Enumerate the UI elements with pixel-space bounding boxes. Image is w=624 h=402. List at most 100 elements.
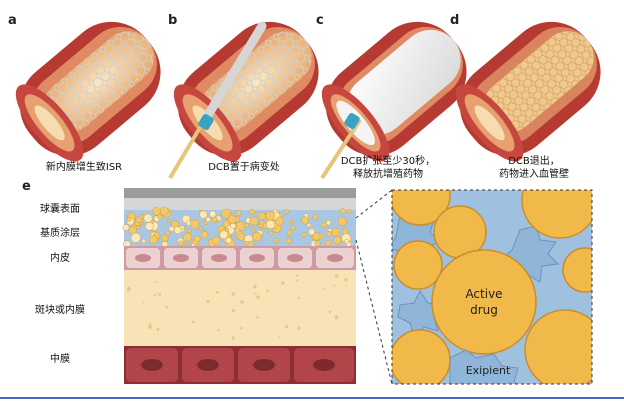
drug-particle — [331, 227, 341, 237]
drug-particle — [148, 235, 158, 245]
drug-particle — [244, 241, 249, 246]
drug-particle — [184, 241, 189, 246]
drug-particle — [347, 209, 352, 214]
panel-c-catheter — [320, 113, 362, 180]
panel-e-letter: e — [22, 179, 31, 194]
drug-particle — [198, 226, 203, 231]
drug-particle — [212, 236, 221, 245]
drug-particle — [306, 222, 312, 228]
drug-particle — [237, 233, 245, 241]
plaque-speck — [285, 324, 289, 329]
drug-particle — [211, 216, 218, 223]
drug-particle — [325, 240, 332, 247]
drug-particle — [333, 236, 342, 245]
drug-particle — [126, 217, 132, 222]
plaque-speck — [192, 320, 195, 324]
plaque-speck — [232, 308, 236, 312]
drug-particle — [308, 228, 316, 236]
drug-particle — [274, 238, 280, 244]
balloon-wall — [124, 188, 356, 198]
panel-c-letter: c — [316, 13, 324, 28]
panel-d-vessel — [455, 21, 601, 162]
balloon-surface-layer — [124, 198, 356, 210]
plaque-speck — [278, 336, 281, 339]
drug-particle — [275, 216, 285, 226]
plaque-speck — [254, 292, 257, 295]
endothelial-cells — [126, 248, 354, 268]
plaque-speck — [297, 326, 301, 330]
plaque-speck — [206, 299, 210, 304]
plaque-speck — [148, 325, 153, 329]
plaque-speck — [157, 292, 161, 296]
panel-b-caption: DCB置于病变处 — [208, 160, 280, 173]
panel-b-catheter — [168, 21, 267, 180]
plaque-speck — [334, 274, 339, 279]
plaque-speck — [130, 327, 133, 329]
drug-particle — [130, 232, 141, 243]
drug-particle — [186, 228, 192, 234]
drug-particle — [135, 216, 143, 224]
inset-border — [391, 189, 593, 385]
panel-a-caption: 新内膜增生致ISR — [46, 160, 122, 173]
layer-label-matrix-coating: 基质涂层 — [40, 226, 80, 239]
drug-particle — [301, 216, 310, 225]
drug-particle — [205, 216, 211, 223]
drug-particle — [225, 237, 232, 244]
plaque-speck — [148, 322, 152, 325]
drug-particle — [284, 209, 289, 214]
drug-particle — [320, 222, 327, 229]
layer-label-media: 中膜 — [50, 352, 70, 365]
drug-particle — [152, 207, 161, 216]
plaque-speck — [266, 290, 269, 293]
drug-particle — [168, 226, 175, 232]
bottom-divider — [0, 397, 624, 399]
panel-b: b DCB置于病变处 — [168, 13, 319, 180]
drug-particle — [141, 238, 146, 244]
drug-particle — [201, 231, 209, 239]
plaque-speck — [344, 277, 348, 282]
drug-particle — [286, 229, 293, 236]
drug-particle — [257, 223, 262, 229]
zoom-line-bottom — [355, 239, 393, 385]
drug-particle — [159, 206, 169, 216]
drug-particle — [209, 210, 217, 218]
drug-particle — [173, 226, 182, 234]
drug-particle — [326, 230, 332, 237]
plaque-speck — [295, 274, 299, 277]
layer-label-plaque-intima: 斑块或内膜 — [35, 303, 85, 316]
plaque-speck — [217, 328, 220, 332]
plaque-speck — [256, 295, 260, 299]
cross-section — [122, 188, 356, 384]
active-drug-label-line1: Active — [465, 287, 502, 301]
panel-d: d DCB退出， 药物进入血管壁 — [450, 13, 601, 180]
plaque-speck — [256, 316, 260, 319]
drug-particle — [189, 219, 200, 229]
plaque-speck — [231, 336, 235, 340]
plaque-speck — [253, 284, 257, 289]
active-drug-sphere — [431, 249, 537, 355]
panel-d-letter: d — [450, 13, 459, 28]
panel-d-caption-line1: DCB退出， — [508, 154, 560, 167]
panel-d-caption-line2: 药物进入血管壁 — [499, 167, 569, 180]
panel-e: e 球囊表面 基质涂层 内皮 斑块或内膜 中膜 — [22, 179, 593, 385]
drug-particle — [227, 215, 237, 224]
drug-particle — [157, 213, 163, 220]
plaque-speck — [334, 315, 339, 320]
plaque-speck — [296, 279, 299, 282]
drug-particle — [161, 234, 169, 242]
plaque-speck — [153, 293, 157, 297]
drug-particle — [193, 235, 201, 243]
plaque-speck — [156, 327, 160, 332]
drug-particle — [145, 222, 154, 231]
drug-particle — [249, 216, 259, 226]
drug-particle — [143, 213, 153, 223]
drug-particle — [180, 225, 185, 230]
drug-particle — [250, 228, 256, 233]
magnified-inset: Active drug Exipient — [391, 189, 593, 385]
drug-particles — [122, 206, 352, 249]
plaque-speck — [281, 281, 285, 285]
plaque-intima-layer — [124, 270, 356, 346]
media-cells — [126, 348, 354, 382]
drug-particle — [290, 225, 296, 231]
